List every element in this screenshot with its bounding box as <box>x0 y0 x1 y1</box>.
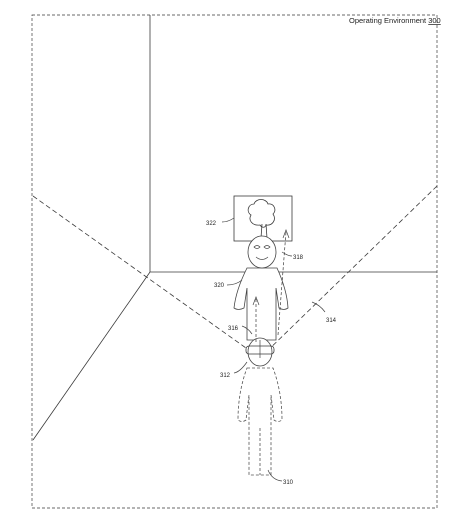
avatar-figure <box>233 235 289 341</box>
tree-icon <box>247 199 276 239</box>
headset-icon <box>245 340 275 358</box>
avatar-arrow-leader <box>281 251 293 257</box>
headset-leader <box>233 361 248 374</box>
avatar-leader <box>226 279 243 286</box>
gaze-arrow-label: 316 <box>228 326 239 332</box>
avatar-label: 320 <box>214 283 225 289</box>
avatar-face <box>253 245 271 260</box>
avatar-arrow <box>277 229 290 336</box>
field-of-view-leader <box>311 301 326 313</box>
environment-title: Operating Environment 300 <box>349 16 441 25</box>
picture-frame-border <box>233 195 293 242</box>
picture-frame-label: 322 <box>206 221 217 227</box>
picture-frame-leader <box>221 217 235 223</box>
avatar-head <box>247 235 277 269</box>
avatar-arrow-label: 318 <box>293 255 304 261</box>
gaze-arrow-leader <box>241 325 253 335</box>
room-floor-side-edge <box>32 271 151 441</box>
observer-leader <box>267 469 283 482</box>
observer-label: 310 <box>283 480 294 486</box>
picture-frame <box>233 195 293 242</box>
field-of-view-right-edge <box>259 185 438 359</box>
field-of-view-left-edge <box>32 195 261 359</box>
field-of-view-label: 314 <box>326 318 337 324</box>
observer-figure <box>237 337 283 476</box>
gaze-arrow <box>252 296 260 342</box>
environment-boundary <box>31 14 438 509</box>
headset-label: 312 <box>220 373 231 379</box>
